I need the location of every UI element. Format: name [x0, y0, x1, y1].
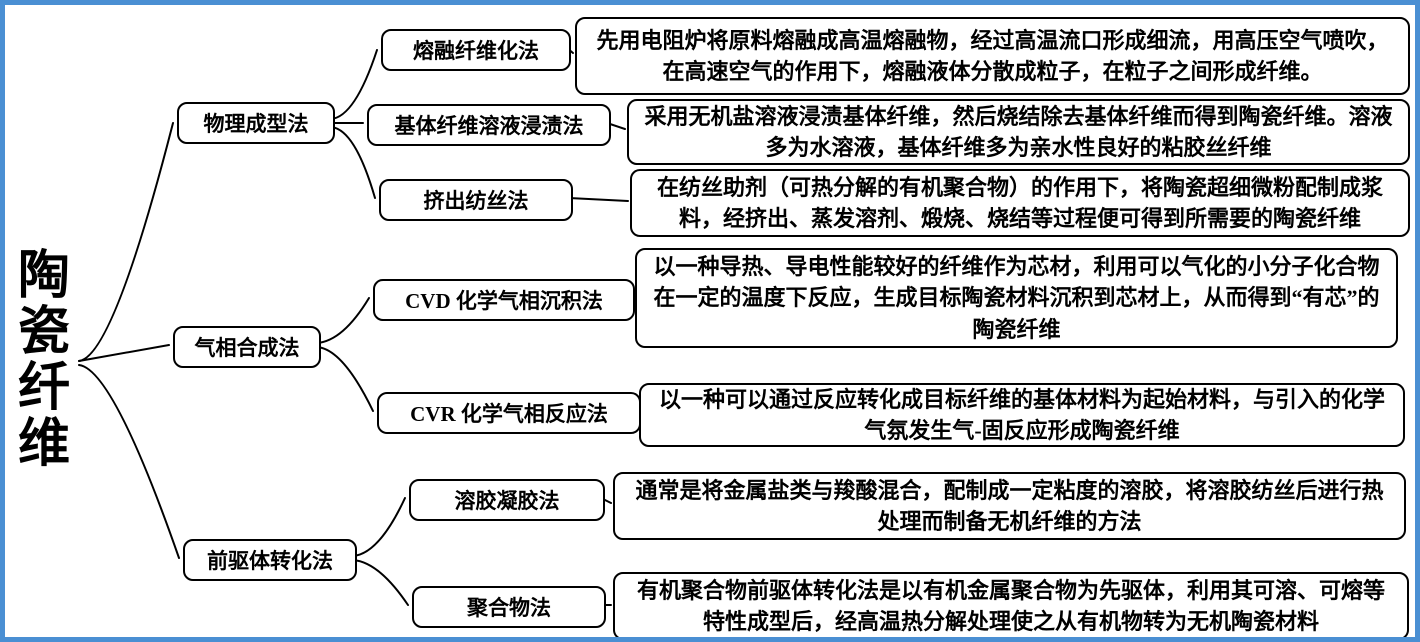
method-box-sol-gel: 溶胶凝胶法 — [409, 479, 605, 521]
desc-box-melt-fiberization: 先用电阻炉将原料熔融成高温熔融物，经过高温流口形成细流，用高压空气喷吹，在高速空… — [575, 17, 1410, 95]
branch-box-gas-phase-synthesis: 气相合成法 — [173, 326, 321, 368]
desc-box-cvd: 以一种导热、导电性能较好的纤维作为芯材，利用可以气化的小分子化合物在一定的温度下… — [635, 248, 1398, 348]
line-root-gasphase — [78, 344, 170, 362]
line-root-precursor — [78, 364, 180, 559]
method-box-extrusion-spinning: 挤出纺丝法 — [379, 179, 573, 221]
method-box-cvd: CVD 化学气相沉积法 — [373, 279, 635, 321]
branch-box-physical-forming: 物理成型法 — [177, 102, 335, 144]
desc-box-matrix-fiber-impregnation: 采用无机盐溶液浸渍基体纤维，然后烧结除去基体纤维而得到陶瓷纤维。溶液多为水溶液，… — [627, 99, 1410, 165]
line-extrusion-desc — [568, 197, 629, 202]
line-gas-cvr — [316, 346, 374, 412]
method-box-melt-fiberization: 熔融纤维化法 — [381, 29, 571, 71]
branch-box-precursor-conversion: 前驱体转化法 — [183, 539, 357, 581]
line-precursor-solgel — [352, 497, 406, 557]
desc-box-polymer: 有机聚合物前驱体转化法是以有机金属聚合物为先驱体，利用其可溶、可熔等特性成型后，… — [613, 572, 1409, 637]
desc-box-sol-gel: 通常是将金属盐类与羧酸混合，配制成一定粘度的溶胶，将溶胶纺丝后进行热处理而制备无… — [613, 472, 1406, 540]
line-root-physical — [78, 122, 174, 362]
method-box-polymer: 聚合物法 — [412, 586, 606, 628]
line-precursor-polymer — [352, 559, 409, 606]
root-label: 陶瓷纤维 — [17, 248, 70, 474]
method-box-cvr: CVR 化学气相反应法 — [377, 392, 641, 434]
desc-box-extrusion-spinning: 在纺丝助剂（可热分解的有机聚合物）的作用下，将陶瓷超细微粉配制成浆料，经挤出、蒸… — [630, 169, 1410, 237]
desc-box-cvr: 以一种可以通过反应转化成目标纤维的基体材料为起始材料，与引入的化学气氛发生气-固… — [639, 383, 1405, 447]
line-gas-cvd — [316, 297, 370, 344]
method-box-matrix-fiber-impregnation: 基体纤维溶液浸渍法 — [367, 104, 611, 146]
